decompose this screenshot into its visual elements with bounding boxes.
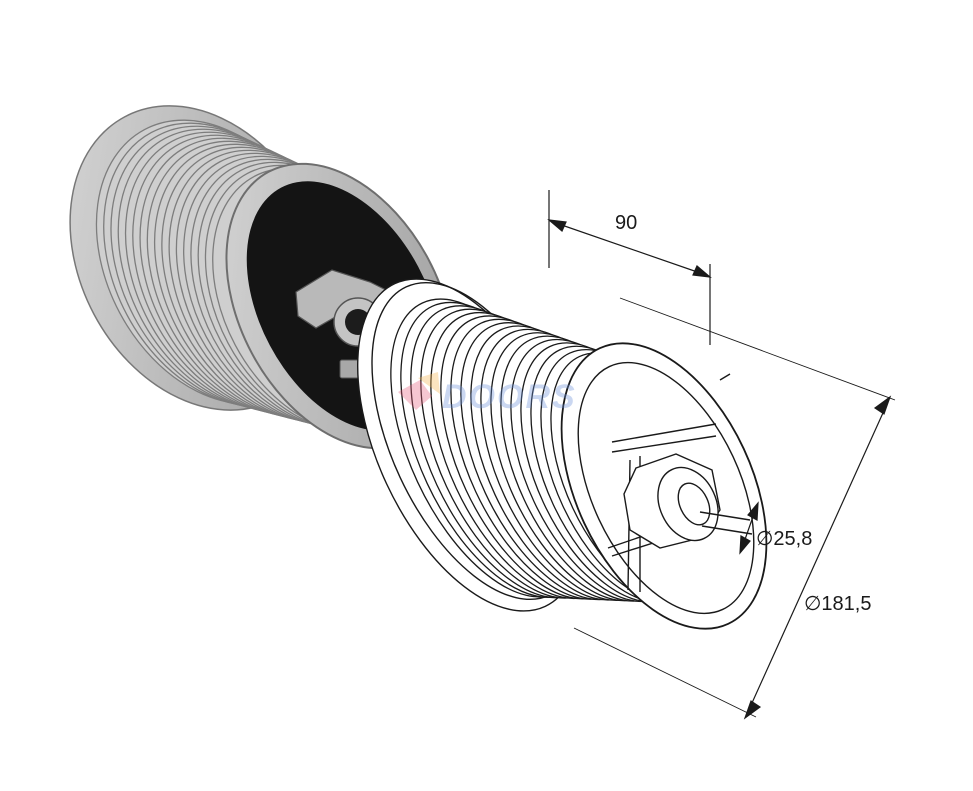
- cable-drum-drawing: [357, 278, 768, 630]
- drawing-hub: [607, 373, 753, 592]
- watermark-text: DOORS: [442, 378, 577, 416]
- dimension-bore-label: ∅25,8: [756, 528, 812, 550]
- dimension-lines: [547, 190, 896, 720]
- dimension-outer-diameter-label: ∅181,5: [804, 593, 871, 615]
- dimension-length-label: 90: [615, 212, 637, 234]
- cable-drum-photo: [69, 105, 455, 450]
- brand-watermark: DOORS: [398, 372, 577, 416]
